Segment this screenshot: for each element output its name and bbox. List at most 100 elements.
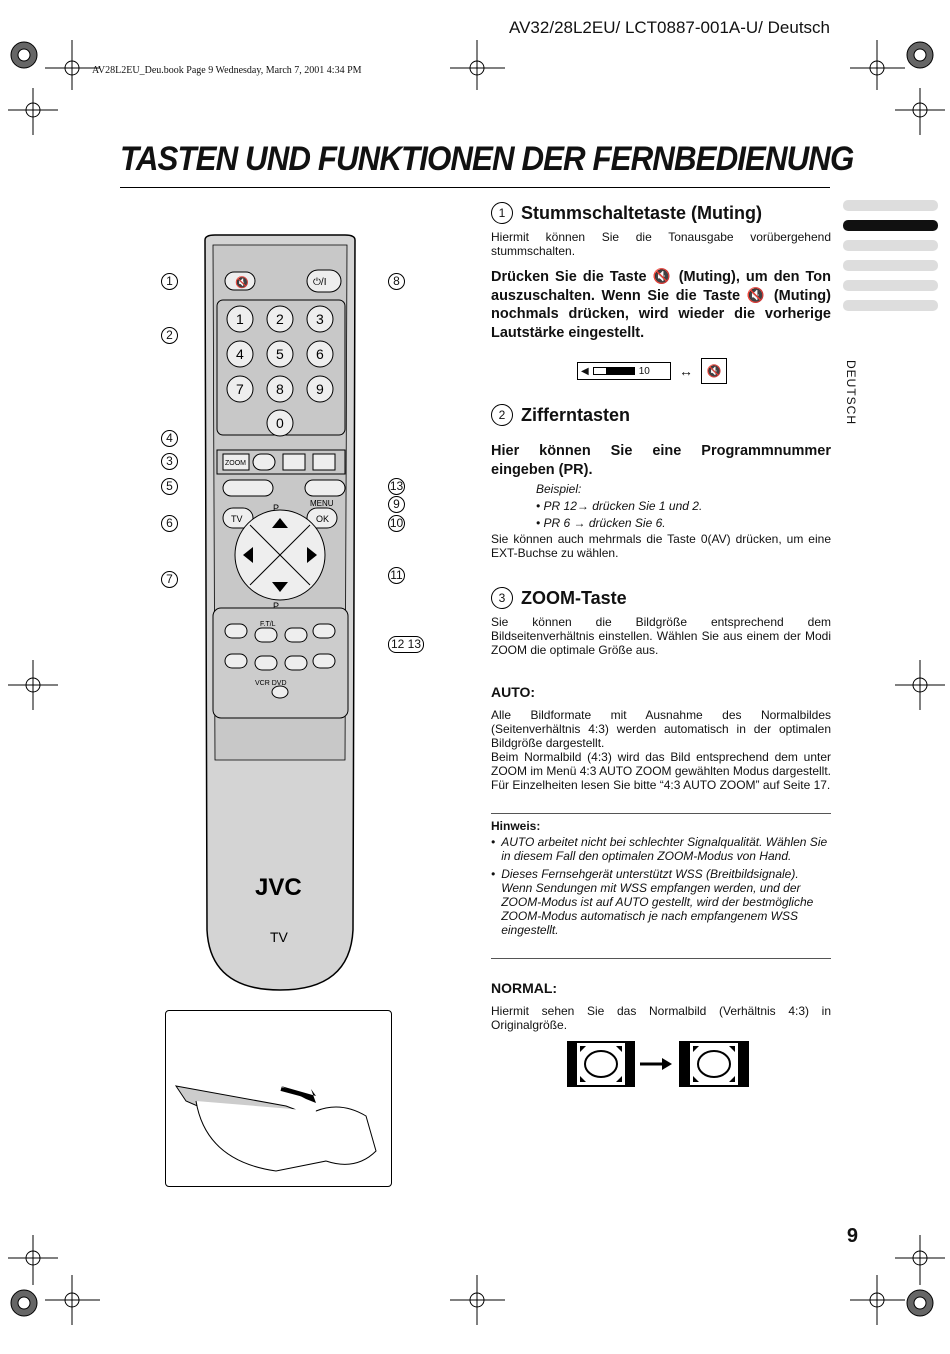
muting-instruction: Drücken Sie die Taste 🔇 (Muting), um den… <box>491 269 831 341</box>
digit-keys: 1 2 3 4 5 6 7 8 9 0 <box>226 305 334 437</box>
callout-4: 4 <box>161 430 178 447</box>
auto-heading: AUTO: <box>491 684 536 700</box>
remote-illustration: 🔇 ⏻/I 1 2 3 4 5 6 7 8 9 0 ZOOM MENU TV <box>204 234 356 991</box>
double-arrow-icon: ↔ <box>679 363 693 379</box>
muted-speaker-icon: 🔇 <box>701 358 727 384</box>
normal-mode-diagram <box>567 1041 749 1087</box>
hint-item: •AUTO arbeitet nicht bei schlechter Sign… <box>491 835 831 863</box>
section-heading: 2 Zifferntasten <box>491 404 831 426</box>
hint-item-text: AUTO arbeitet nicht bei schlechter Signa… <box>501 835 828 863</box>
hint-item: •Dieses Fernsehgerät unterstützt WSS (Br… <box>491 867 831 937</box>
reg-mark-tr <box>850 40 945 135</box>
section-number: 2 <box>491 404 513 426</box>
section-zoom: 3 ZOOM-Taste Sie können die Bildgröße en… <box>491 587 831 657</box>
hint-item-text: Dieses Fernsehgerät unterstützt WSS (Bre… <box>501 867 814 937</box>
p-minus-label: P <box>273 601 279 611</box>
chapter-tab <box>843 200 938 211</box>
muting-intro: Hiermit können Sie die Tonausgabe vorübe… <box>491 230 831 258</box>
digit-text: 1 <box>236 311 244 327</box>
side-language-label: DEUTSCH <box>844 360 858 426</box>
normal-heading: NORMAL: <box>491 980 558 996</box>
callout-12-13: 12 13 <box>388 636 424 653</box>
digit-text: 4 <box>236 346 244 362</box>
info-button <box>222 479 274 497</box>
power-button <box>306 269 342 293</box>
section-muting: 1 Stummschaltetaste (Muting) Hiermit kön… <box>491 202 831 384</box>
chapter-tab-active <box>843 220 938 231</box>
reg-mark-tc <box>450 40 505 90</box>
ok-key-label: OK <box>316 514 329 524</box>
callout-8: 8 <box>388 273 405 290</box>
volume-bar: ◀ 10 <box>577 362 671 380</box>
section-auto: AUTO: Alle Bildformate mit Ausnahme des … <box>491 684 831 792</box>
doc-code: AV32/28L2EU/ LCT0887-001A-U/ Deutsch <box>509 18 830 37</box>
callout-11: 11 <box>388 567 405 584</box>
hint-rule-top <box>491 813 831 814</box>
example-1: • PR 12→ drücken Sie 1 und 2. <box>536 499 703 513</box>
callout-3: 3 <box>161 453 178 470</box>
digit-text: 6 <box>316 346 324 362</box>
section-title: ZOOM-Taste <box>521 587 627 608</box>
callout-6: 6 <box>161 515 178 532</box>
chapter-tabs <box>843 200 938 320</box>
section-title: Stummschaltetaste (Muting) <box>521 202 763 223</box>
digit-text: 0 <box>276 415 284 431</box>
digits-example: Beispiel: • PR 12→ drücken Sie 1 und 2. … <box>536 481 831 532</box>
digit-text: 3 <box>316 311 324 327</box>
digits-instruction: Hier können Sie eine Programmnummer eing… <box>491 443 831 478</box>
callout-5: 5 <box>161 478 178 495</box>
volume-value: 10 <box>638 365 650 377</box>
section-normal: NORMAL: Hiermit sehen Sie das Normalbild… <box>491 980 831 1032</box>
normal-text: Hiermit sehen Sie das Normalbild (Verhäl… <box>491 1004 831 1032</box>
example-label: Beispiel: <box>536 482 582 496</box>
book-info: AV28L2EU_Deu.book Page 9 Wednesday, Marc… <box>92 65 362 76</box>
digit-text: 2 <box>276 311 284 327</box>
menu-key-label: MENU <box>310 499 334 508</box>
svg-text:🔇: 🔇 <box>235 276 249 289</box>
hint-heading: Hinweis: <box>491 819 541 833</box>
callout-2: 2 <box>161 327 178 344</box>
callout-9: 9 <box>388 496 405 513</box>
zoom-key-label: ZOOM <box>225 460 246 467</box>
volume-level <box>592 367 635 375</box>
mute-button <box>224 271 256 291</box>
zoom-button <box>222 453 250 471</box>
section-heading: 3 ZOOM-Taste <box>491 587 831 609</box>
page-number: 9 <box>846 1225 858 1247</box>
jvc-logo: JVC <box>255 874 302 901</box>
section-number: 1 <box>491 202 513 224</box>
zoom-text: Sie können die Bildgröße entsprechend de… <box>491 615 831 657</box>
digit-text: 7 <box>236 381 244 397</box>
title-rule <box>120 187 830 188</box>
reg-mark-ml <box>8 660 58 710</box>
muting-osd: ◀ 10 ↔ 🔇 <box>577 358 831 384</box>
reg-mark-tl <box>8 40 100 135</box>
tv-key-label: TV <box>231 514 243 524</box>
reg-mark-bc <box>450 1275 505 1325</box>
reg-mark-br <box>850 1235 945 1325</box>
page-title: TASTEN UND FUNKTIONEN DER FERNBEDIENUNG <box>120 140 854 178</box>
svg-text:⏻/I: ⏻/I <box>313 277 326 288</box>
digit-text: 9 <box>316 381 324 397</box>
callout-13: 13 <box>388 478 405 495</box>
chapter-tab <box>843 300 938 311</box>
menu-button <box>304 479 346 497</box>
chapter-tab <box>843 280 938 291</box>
chapter-tab <box>843 260 938 271</box>
chapter-tab <box>843 240 938 251</box>
hand-with-remote-drawing <box>174 1085 377 1172</box>
p-plus-label: P <box>273 503 279 513</box>
reg-mark-bl <box>8 1235 100 1325</box>
vcr-dvd-label: VCR DVD <box>255 680 287 687</box>
section-digits: 2 Zifferntasten Hier können Sie eine Pro… <box>491 404 831 560</box>
remote-tv-label: TV <box>270 929 289 945</box>
hint-rule-bottom <box>491 958 831 959</box>
section-number: 3 <box>491 587 513 609</box>
callout-1: 1 <box>161 273 178 290</box>
section-title: Zifferntasten <box>521 404 631 425</box>
digit-text: 8 <box>276 381 284 397</box>
hint-list: •AUTO arbeitet nicht bei schlechter Sign… <box>491 835 831 937</box>
example-2: • PR 6 → drücken Sie 6. <box>536 516 666 530</box>
tv-button <box>222 507 254 529</box>
